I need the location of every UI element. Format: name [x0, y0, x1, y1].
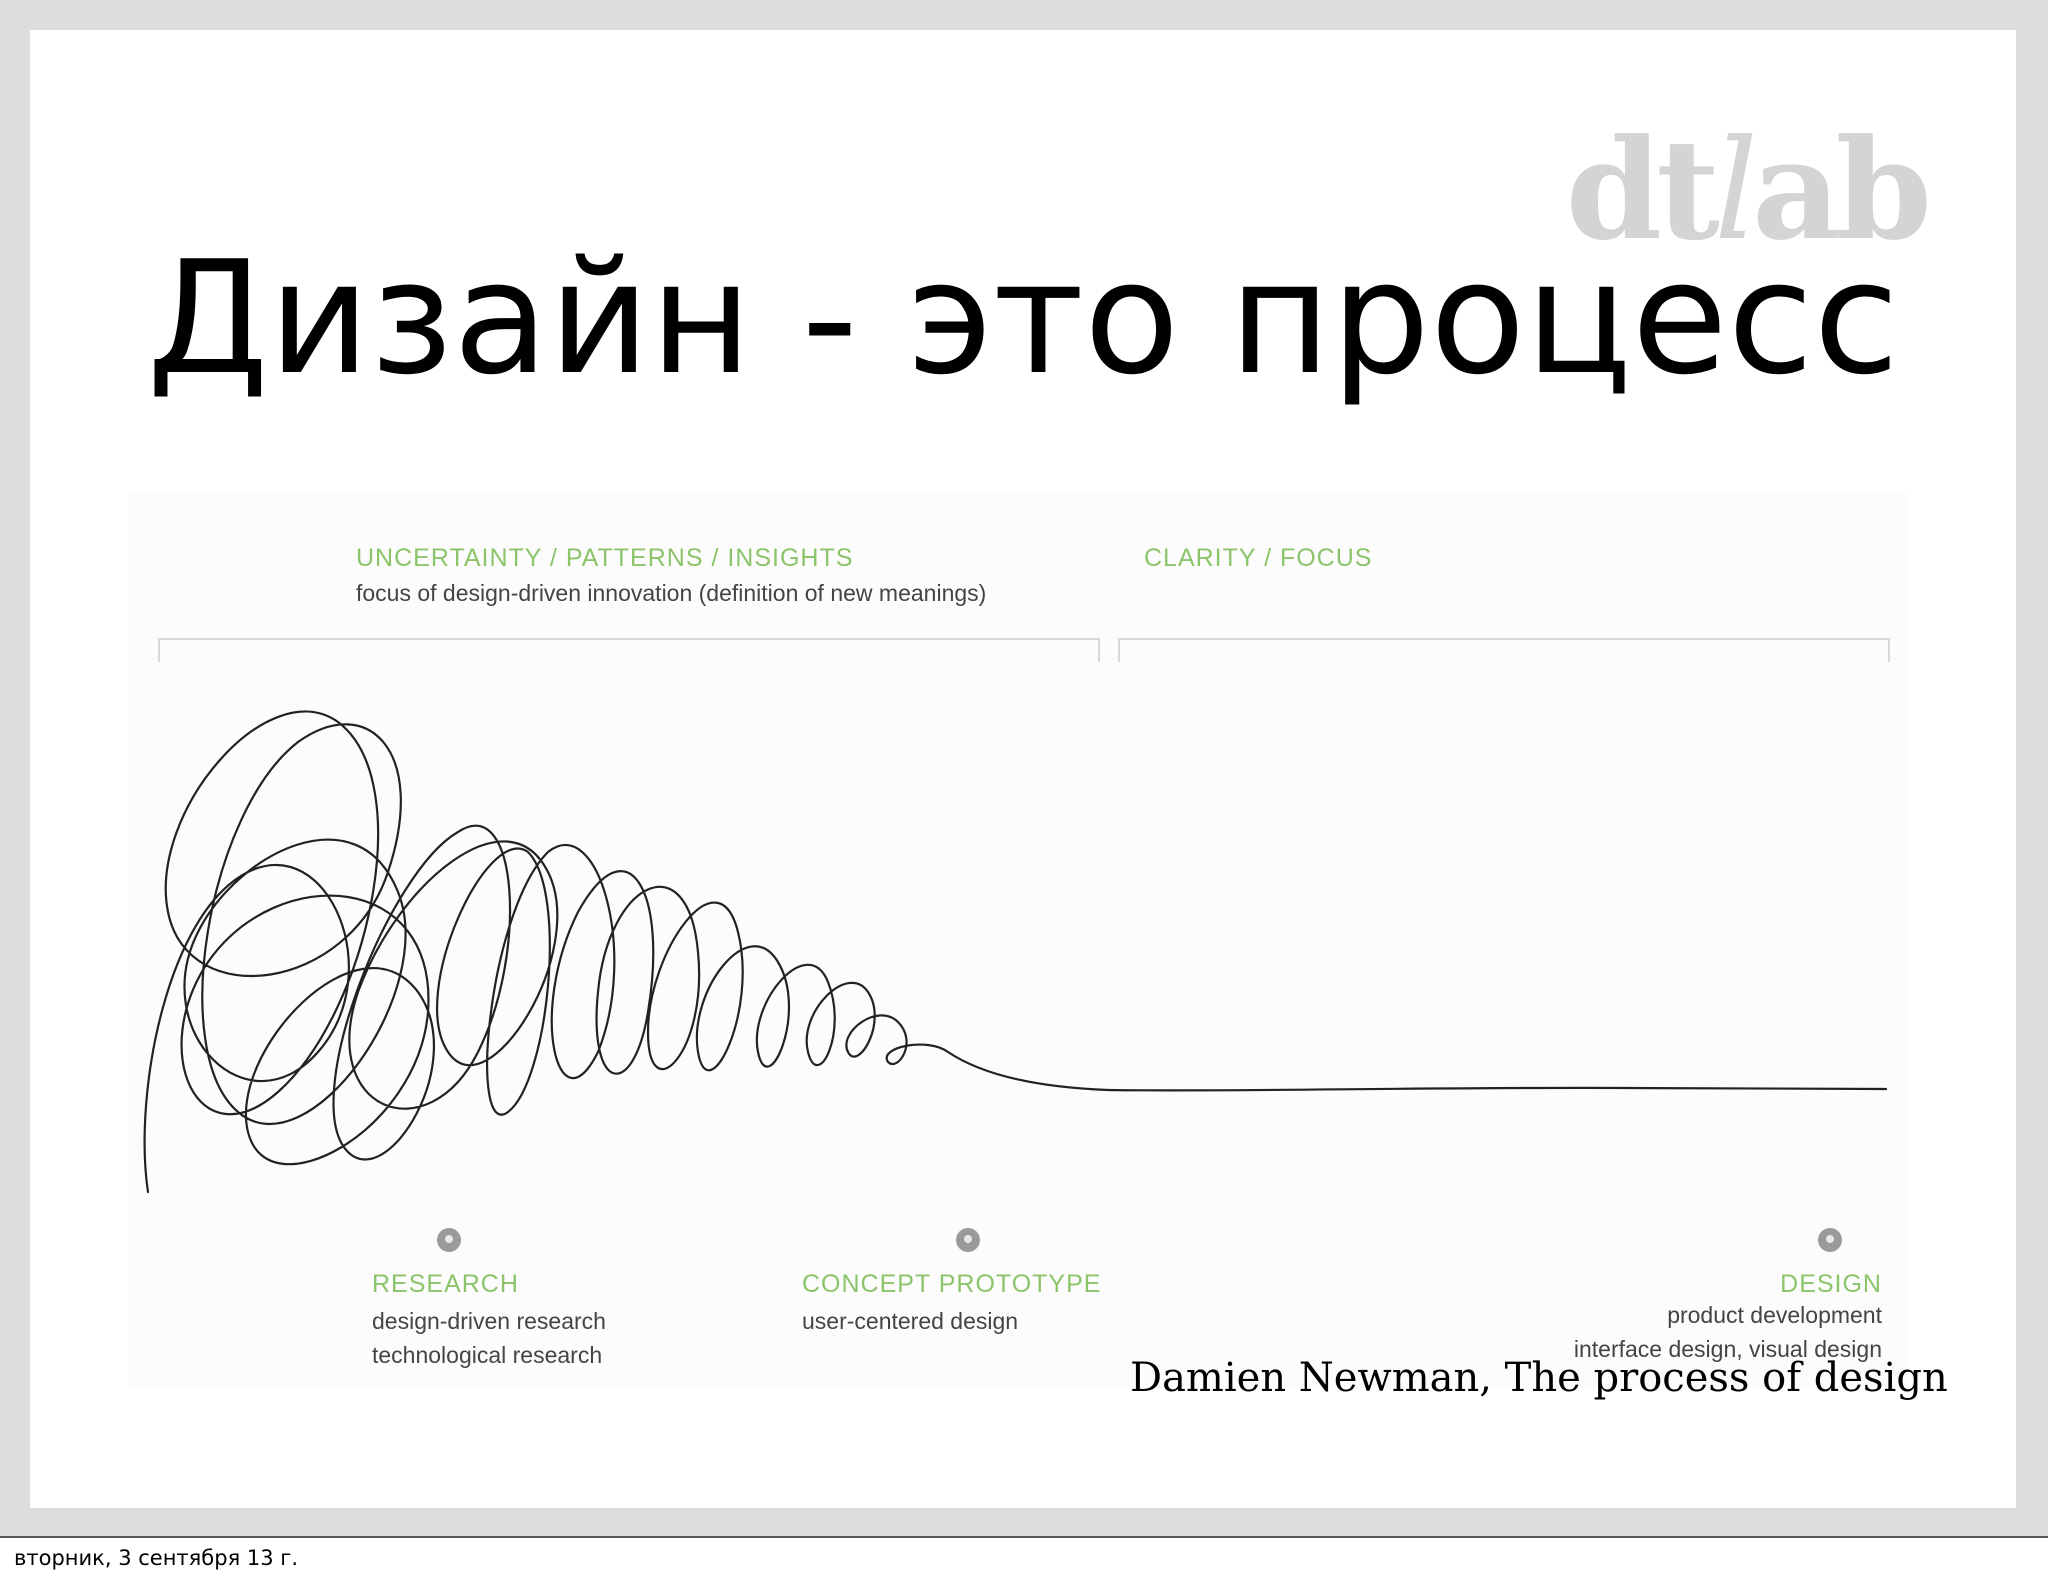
slide-title: Дизайн - это процесс [146, 227, 1900, 409]
dtlab-logo: dtlab [1565, 108, 1932, 271]
slide-frame: dtlab Дизайн - это процесс UNCERTAINTY /… [0, 0, 2048, 1536]
stage-marker-concept-prototype [956, 1228, 980, 1252]
stage-line: technological research [372, 1342, 603, 1368]
stage-line: interface design, visual design [1573, 1336, 1882, 1362]
phase-label-clarity: CLARITY / FOCUS [1144, 544, 1373, 572]
stage-sub-research: design-driven research technological res… [372, 1304, 606, 1372]
phase-bracket-clarity [1118, 638, 1890, 662]
phase-label-uncertainty: UNCERTAINTY / PATTERNS / INSIGHTS [356, 544, 854, 572]
phase-bracket-uncertainty [158, 638, 1100, 662]
design-squiggle-line [143, 710, 1888, 1194]
stage-line: product development [1667, 1302, 1882, 1328]
logo-part: ab [1752, 108, 1932, 271]
stage-marker-research [437, 1228, 461, 1252]
footer-date: вторник, 3 сентября 13 г. [14, 1546, 298, 1570]
stage-line: design-driven research [372, 1308, 606, 1334]
stage-label-concept-prototype: CONCEPT PROTOTYPE [802, 1270, 1102, 1298]
stage-sub-design: product development interface design, vi… [1574, 1298, 1882, 1366]
footer-divider [0, 1536, 2048, 1538]
design-process-diagram: UNCERTAINTY / PATTERNS / INSIGHTS focus … [128, 492, 1908, 1388]
stage-label-research: RESEARCH [372, 1270, 519, 1298]
slide: dtlab Дизайн - это процесс UNCERTAINTY /… [30, 30, 2016, 1508]
stage-line: user-centered design [802, 1308, 1019, 1334]
stage-sub-concept-prototype: user-centered design [802, 1304, 1018, 1338]
stage-label-design: DESIGN [1780, 1270, 1882, 1298]
logo-part: l [1713, 110, 1758, 271]
logo-part: dt [1565, 108, 1720, 271]
phase-sub-uncertainty: focus of design-driven innovation (defin… [356, 580, 987, 606]
stage-marker-design [1818, 1228, 1842, 1252]
citation-caption: Damien Newman, The process of design [1130, 1355, 1948, 1401]
